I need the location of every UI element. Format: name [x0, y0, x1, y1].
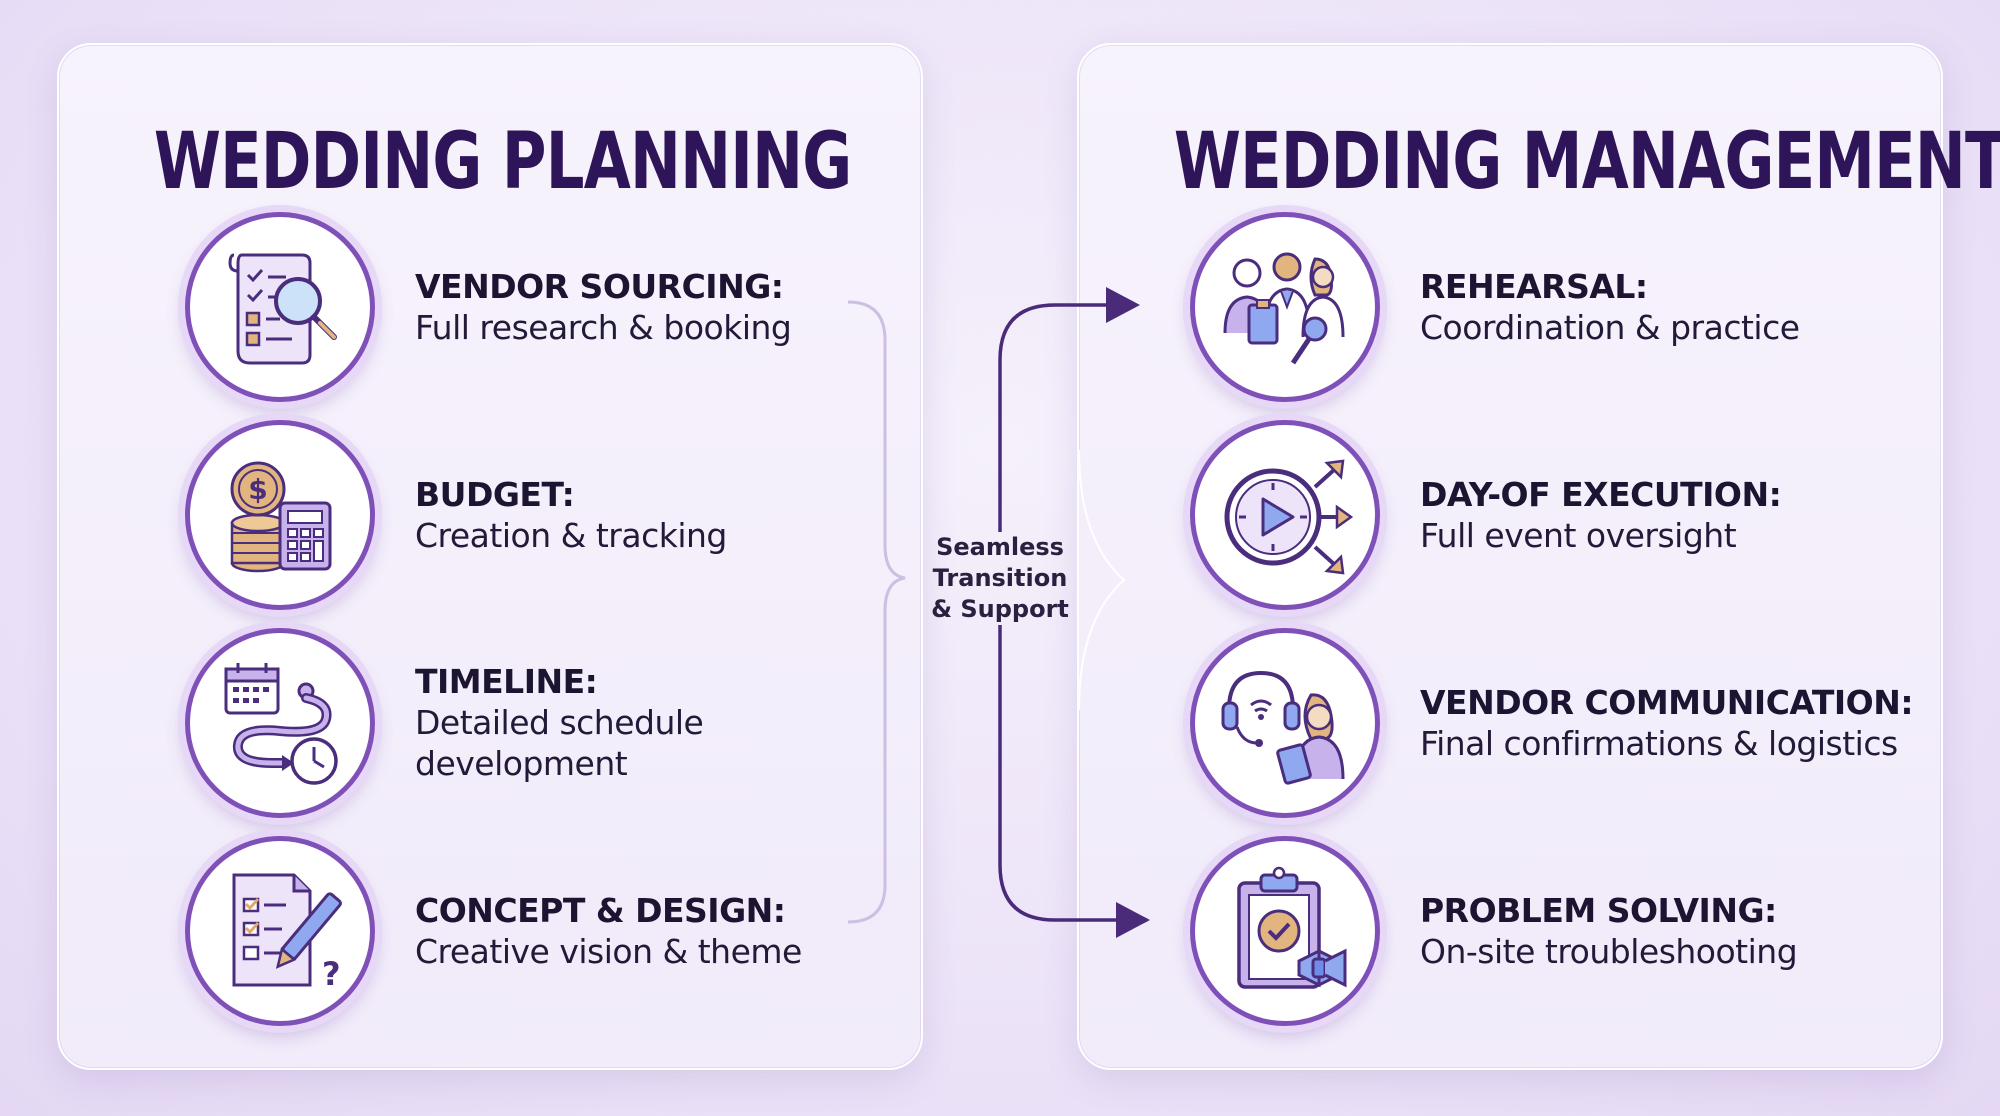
vendor-sourcing-title: VENDOR SOURCING:	[415, 266, 784, 306]
problem-solving-title: PROBLEM SOLVING:	[1420, 890, 1777, 930]
management-item-problem-solving: PROBLEM SOLVING: On-site troubleshooting	[1190, 831, 1798, 1031]
planning-item-budget: $ BUDGET: Creation & tracking	[185, 415, 727, 615]
timeline-icon-circle	[185, 628, 375, 818]
clock-play-arrows-icon	[1224, 459, 1354, 575]
wedding-management-panel: WEDDING MANAGEMENT	[1077, 43, 2000, 1070]
concept-design-title: CONCEPT & DESIGN:	[415, 890, 786, 930]
vendor-communication-title: VENDOR COMMUNICATION:	[1420, 682, 1914, 722]
budget-desc: Creation & tracking	[415, 515, 727, 555]
wedding-management-title: WEDDING MANAGEMENT	[1173, 117, 2000, 207]
management-item-rehearsal: REHEARSAL: Coordination & practice	[1190, 207, 1800, 407]
problem-solving-icon-circle	[1190, 836, 1380, 1026]
budget-title: BUDGET:	[415, 474, 575, 514]
rehearsal-title: REHEARSAL:	[1420, 266, 1648, 306]
rehearsal-desc: Coordination & practice	[1420, 307, 1800, 347]
vendor-communication-icon-circle	[1190, 628, 1380, 818]
people-microphone-icon	[1223, 252, 1345, 365]
svg-text:$: $	[248, 473, 267, 506]
planning-item-vendor-sourcing: VENDOR SOURCING: Full research & booking	[185, 207, 792, 407]
clipboard-bowtie-icon	[1237, 866, 1347, 989]
calendar-path-clock-icon	[224, 663, 338, 785]
planning-item-timeline: TIMELINE: Detailed schedule development	[185, 623, 745, 823]
wedding-planning-title: WEDDING PLANNING	[153, 117, 852, 207]
coins-calculator-icon: $	[230, 461, 332, 573]
problem-solving-desc: On-site troubleshooting	[1420, 931, 1798, 971]
svg-text:?: ?	[322, 955, 341, 993]
headset-person-icon	[1221, 670, 1345, 785]
rehearsal-icon-circle	[1190, 212, 1380, 402]
vendor-communication-desc: Final confirmations & logistics	[1420, 723, 1898, 763]
timeline-title: TIMELINE:	[415, 662, 598, 701]
day-of-execution-desc: Full event oversight	[1420, 515, 1737, 555]
vendor-sourcing-icon-circle	[185, 212, 375, 402]
management-item-day-of-execution: DAY-OF EXECUTION: Full event oversight	[1190, 415, 1782, 615]
budget-icon-circle: $	[185, 420, 375, 610]
vendor-sourcing-desc: Full research & booking	[415, 307, 792, 347]
checklist-pen-icon: ?	[232, 873, 342, 993]
management-item-vendor-communication: VENDOR COMMUNICATION: Final confirmation…	[1190, 623, 1914, 823]
day-of-execution-title: DAY-OF EXECUTION:	[1420, 474, 1782, 514]
concept-design-icon-circle: ?	[185, 836, 375, 1026]
planning-item-concept-design: ? CONCEPT & DESIGN: Creative vision & th…	[185, 831, 802, 1031]
day-of-execution-icon-circle	[1190, 420, 1380, 610]
transition-label: Seamless Transition & Support	[931, 533, 1069, 623]
document-search-icon	[228, 253, 337, 365]
concept-design-desc: Creative vision & theme	[415, 931, 802, 971]
timeline-desc: Detailed schedule development	[415, 703, 704, 783]
